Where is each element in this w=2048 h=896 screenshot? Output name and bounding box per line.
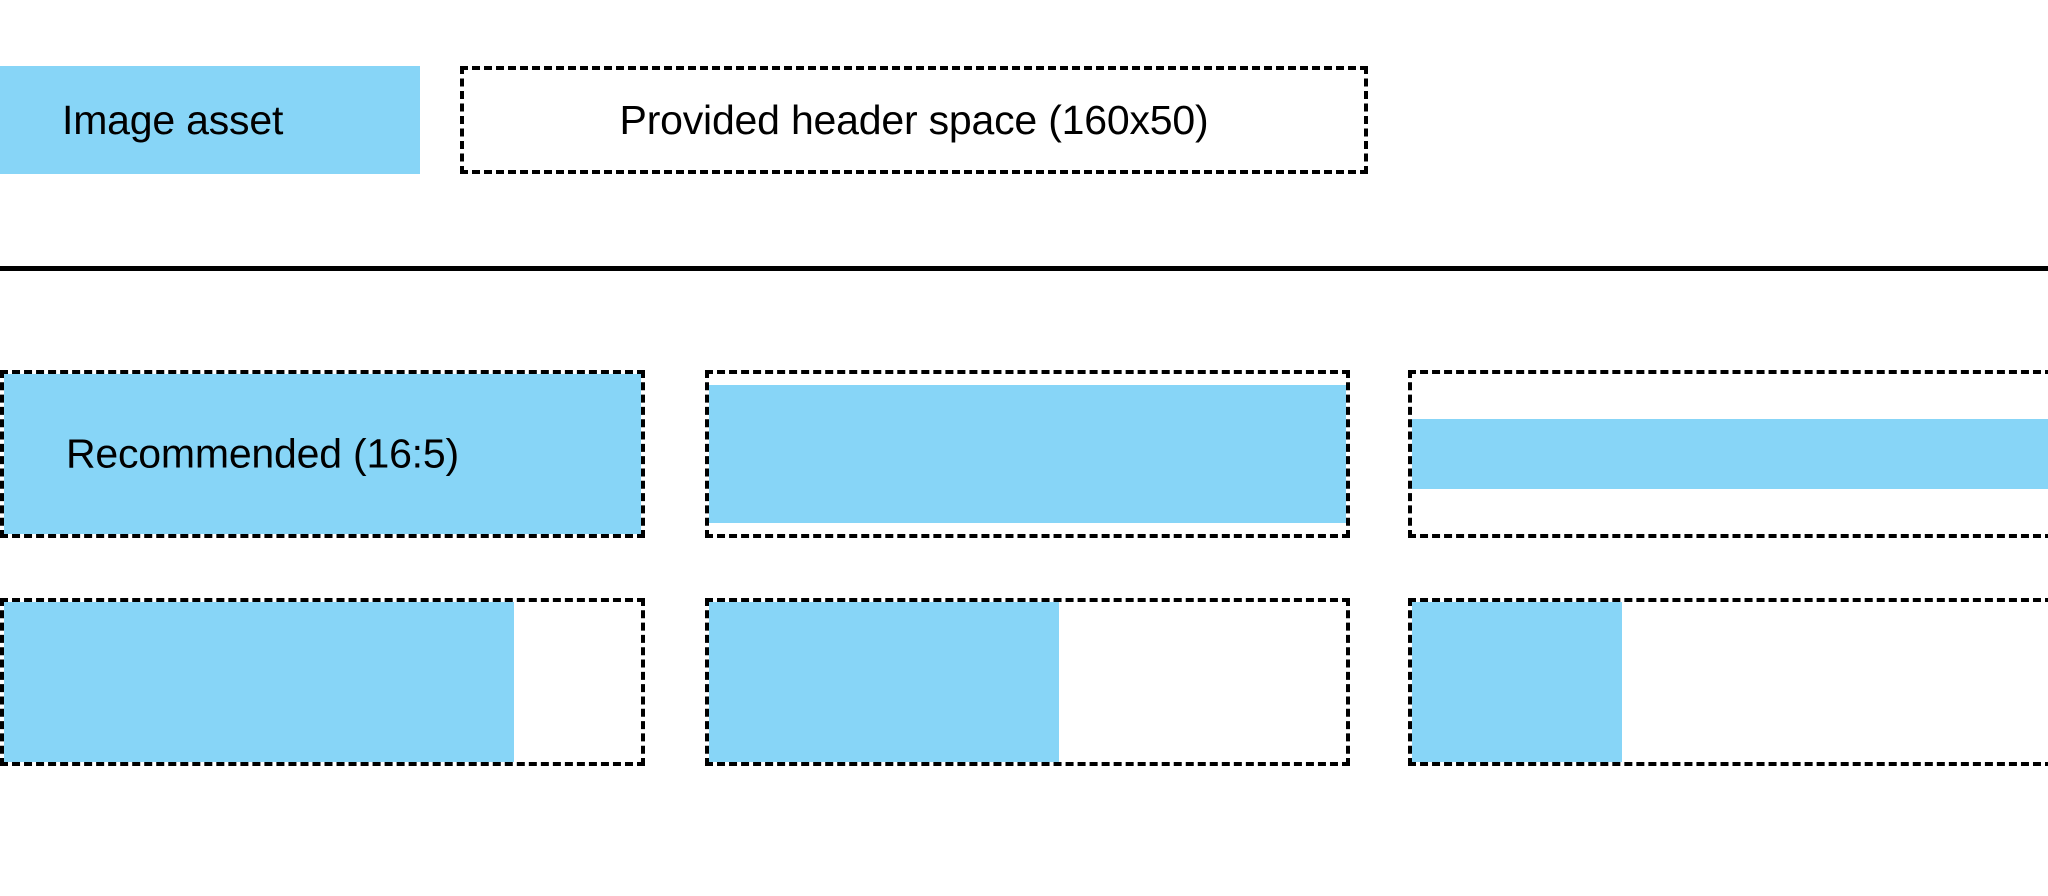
slot-recommended-16-5: Recommended (16:5) <box>0 370 645 538</box>
slot-fill <box>709 385 1346 523</box>
slot-widest-ratio <box>1408 370 2048 538</box>
legend-provided-space-label: Provided header space (160x50) <box>619 96 1209 143</box>
aspect-ratio-row-bottom <box>0 598 2048 766</box>
section-divider <box>0 266 2048 271</box>
legend-provided-space-box: Provided header space (160x50) <box>460 66 1368 174</box>
legend-image-asset-swatch: Image asset <box>0 66 420 174</box>
slot-fill <box>1412 418 2048 490</box>
slot-narrow-80 <box>0 598 645 766</box>
legend-spacer <box>420 66 460 174</box>
aspect-ratio-row-top: Recommended (16:5) <box>0 370 2048 538</box>
slot-narrow-55 <box>705 598 1350 766</box>
slot-fill <box>709 602 1060 762</box>
slot-fill <box>1412 602 1623 762</box>
slot-recommended-label: Recommended (16:5) <box>66 430 459 477</box>
legend-image-asset-label: Image asset <box>62 96 284 143</box>
slot-fill <box>4 602 514 762</box>
slot-narrow-33 <box>1408 598 2048 766</box>
legend-row: Image asset Provided header space (160x5… <box>0 66 1368 174</box>
aspect-ratio-grid: Recommended (16:5) <box>0 370 2048 826</box>
slot-taller-ratio <box>705 370 1350 538</box>
slot-fill <box>4 374 641 534</box>
